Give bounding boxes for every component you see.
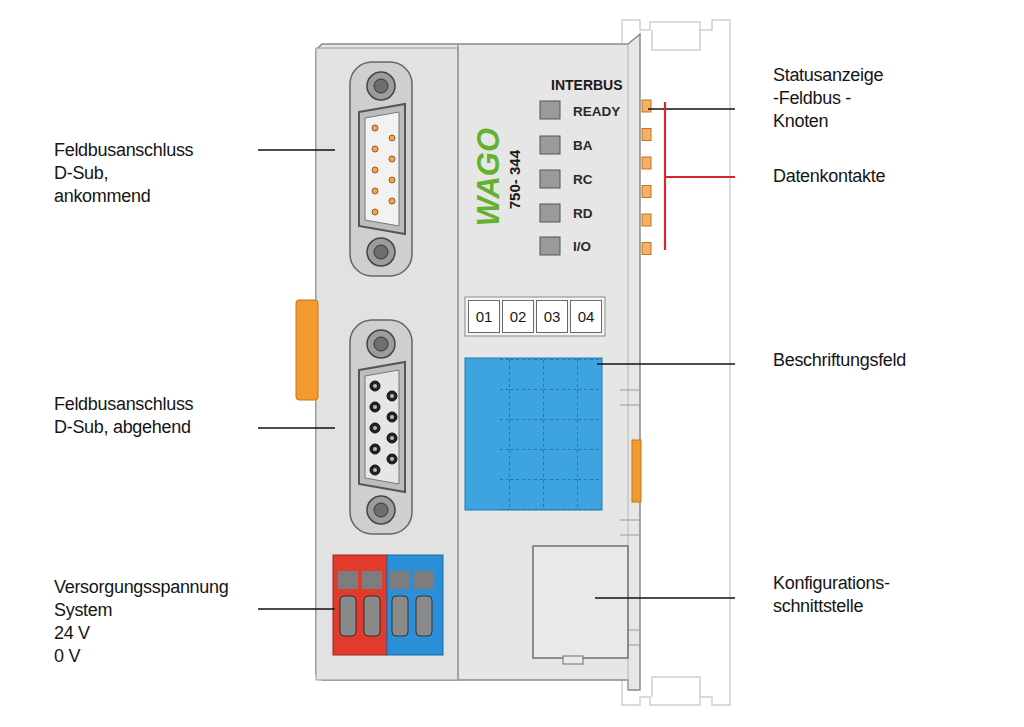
dsub-pin: [372, 146, 378, 152]
dsub-pin: [370, 402, 380, 412]
callout-label: 24 V: [54, 622, 90, 645]
dsub-pin: [389, 177, 395, 183]
dsub-pin: [370, 381, 380, 391]
dsub-pin: [372, 167, 378, 173]
dsub-insert: [365, 112, 399, 226]
screw-hole: [374, 245, 388, 259]
screw: [367, 330, 395, 358]
screw: [367, 496, 395, 524]
screw-hole: [374, 337, 388, 351]
label-field: [465, 358, 602, 510]
data-contact: [642, 243, 651, 255]
dsub-socket: [390, 457, 394, 461]
config-port: [533, 546, 628, 664]
release-tab: [632, 440, 641, 502]
marker-box: 02: [502, 300, 534, 333]
dsub-socket: [373, 426, 377, 430]
data-contact-bracket: [665, 102, 735, 250]
dsub-flange: [350, 320, 412, 534]
dsub-pin: [387, 391, 397, 401]
data-contact: [642, 214, 651, 226]
dsub-pin: [370, 465, 380, 475]
marker-box: 03: [536, 300, 568, 333]
leader-lines: [258, 109, 735, 609]
dsub-shell: [359, 362, 405, 492]
marker-strip: [465, 297, 605, 336]
dsub-socket: [390, 436, 394, 440]
dsub-pin: [387, 454, 397, 464]
dsub-pin: [370, 423, 380, 433]
dsub-pin: [389, 156, 395, 162]
dsub-pin: [389, 198, 395, 204]
callout-label: 0 V: [54, 645, 80, 668]
supply-terminals: [333, 555, 443, 655]
callout-label: Feldbusanschluss D-Sub, ankommend: [54, 139, 193, 208]
led-label: BA: [573, 137, 593, 154]
callout-label: Versorgungsspannung System: [54, 576, 228, 622]
dsub-flange: [350, 62, 412, 276]
led-label: READY: [573, 103, 620, 120]
dsub-pin: [387, 412, 397, 422]
dsub-shell: [359, 104, 405, 234]
callout-label: Konfigurations- schnittstelle: [773, 572, 890, 618]
data-contact: [642, 129, 651, 141]
dsub-socket: [373, 447, 377, 451]
dsub-connector-in: [350, 62, 412, 276]
data-contact: [642, 100, 651, 112]
dsub-pin: [372, 188, 378, 194]
data-contact: [642, 186, 651, 198]
marker-number: 02: [510, 308, 527, 325]
dsub-socket: [390, 415, 394, 419]
brand-logo: WAGO: [473, 128, 504, 226]
marker-box: 01: [468, 300, 500, 333]
dsub-socket: [373, 405, 377, 409]
housing: [316, 34, 640, 690]
locking-tab: [296, 300, 318, 400]
screw-hole: [374, 503, 388, 517]
fieldbus-name: INTERBUS: [551, 77, 623, 95]
dsub-pin: [389, 135, 395, 141]
dsub-socket: [373, 468, 377, 472]
dsub-socket: [390, 394, 394, 398]
led-label: RD: [573, 205, 593, 222]
dsub-connector-out: [350, 320, 412, 534]
dsub-pin: [370, 444, 380, 454]
callout-label: Datenkontakte: [773, 165, 885, 188]
dsub-insert: [365, 370, 399, 484]
dsub-socket: [373, 384, 377, 388]
led-label: RC: [573, 171, 593, 188]
dsub-pin: [387, 433, 397, 443]
callout-label: Beschriftungsfeld: [773, 349, 906, 372]
callout-label: Statusanzeige -Feldbus -Knoten: [773, 64, 883, 133]
marker-number: 03: [544, 308, 561, 325]
data-contacts: [642, 100, 651, 255]
data-contact: [642, 157, 651, 169]
type-number: 750- 344: [507, 150, 522, 209]
screw: [367, 238, 395, 266]
dsub-pin: [372, 125, 378, 131]
status-leds: [540, 101, 560, 255]
marker-number: 04: [578, 308, 595, 325]
marker-number: 01: [476, 308, 493, 325]
marker-box: 04: [570, 300, 602, 333]
screw: [367, 72, 395, 100]
screw-hole: [374, 79, 388, 93]
callout-label: Feldbusanschluss D-Sub, abgehend: [54, 393, 193, 439]
led-label: I/O: [573, 238, 591, 255]
dsub-pin: [372, 209, 378, 215]
